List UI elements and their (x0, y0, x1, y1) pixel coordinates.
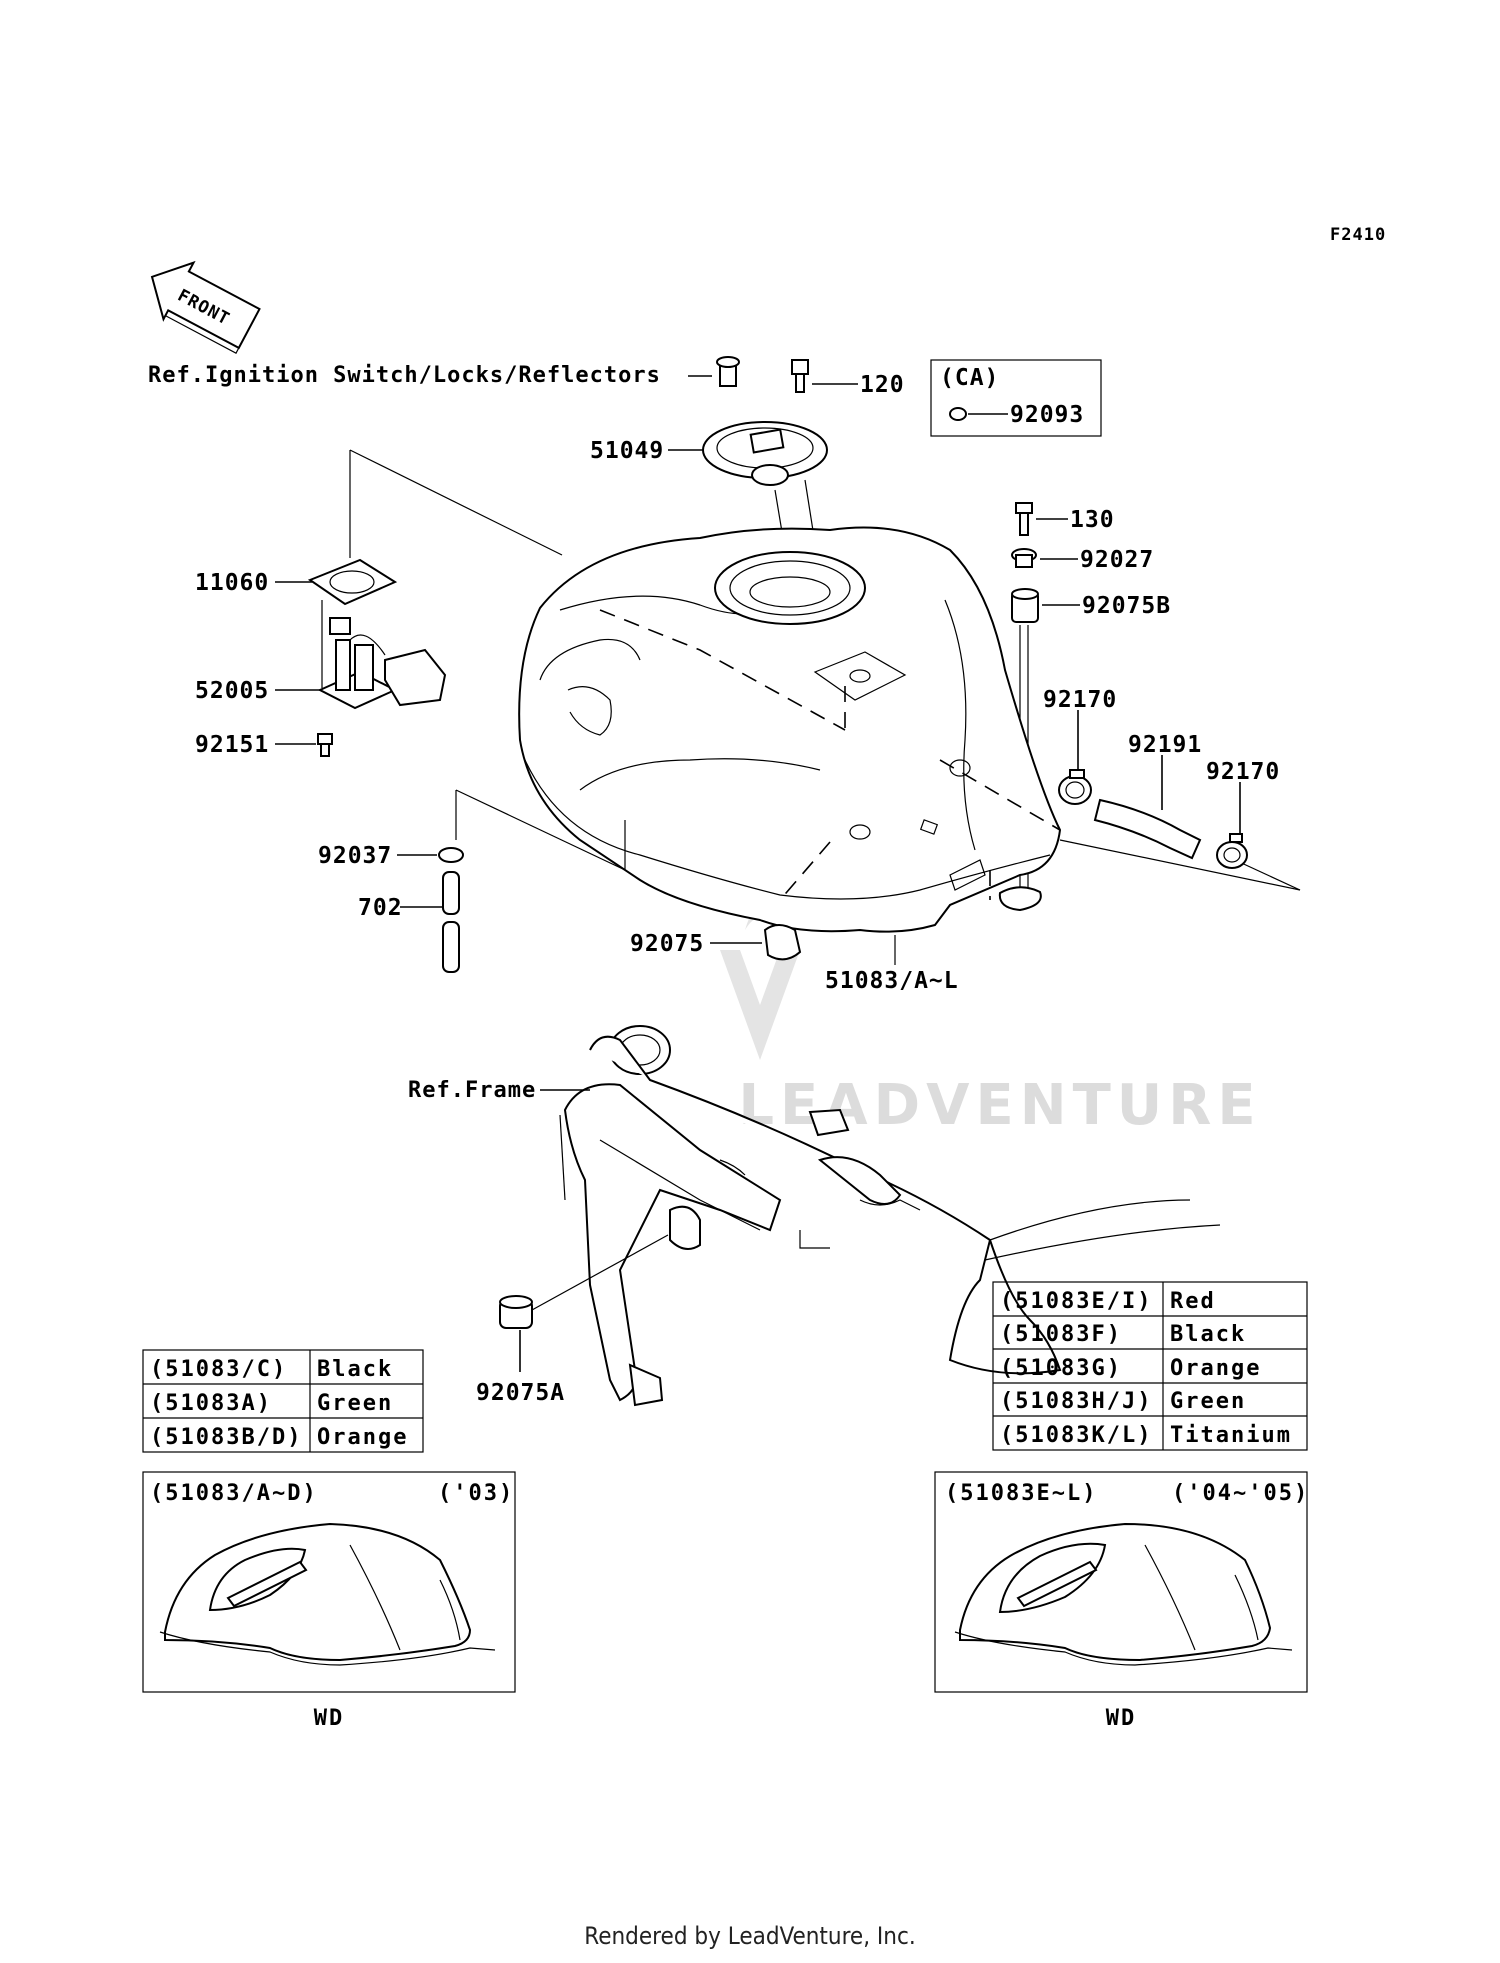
right-table-code-3: (51083H/J) (1000, 1389, 1152, 1414)
left-table-color-2: Orange (317, 1425, 408, 1450)
left-table-code-0: (51083/C) (150, 1357, 287, 1382)
right-table-code-4: (51083K/L) (1000, 1423, 1152, 1448)
bolt-120 (791, 359, 809, 393)
left-table-color-0: Black (317, 1357, 393, 1382)
label-92170-left: 92170 (1043, 687, 1117, 713)
inset-right: (51083E~L) ('04~'05) WD (934, 1471, 1309, 1731)
bolt-92151 (317, 733, 333, 757)
right-table-color-3: Green (1170, 1389, 1246, 1414)
label-120: 120 (860, 372, 905, 398)
right-table-color-2: Orange (1170, 1356, 1261, 1381)
right-table-code-0: (51083E/I) (1000, 1289, 1152, 1314)
hose-92191 (1093, 798, 1202, 860)
right-table-code-1: (51083F) (1000, 1322, 1122, 1347)
collar-92027 (1011, 548, 1037, 568)
damper-92075B (1011, 588, 1039, 623)
damper-92075A (499, 1295, 533, 1329)
footer-credit: Rendered by LeadVenture, Inc. (584, 1922, 916, 1950)
label-52005: 52005 (195, 678, 269, 704)
inset-left-caption: WD (314, 1706, 345, 1731)
clip-92037 (438, 847, 464, 863)
ca-box-title: (CA) (940, 365, 999, 391)
label-702: 702 (358, 895, 403, 921)
fuel-cap-51049 (702, 421, 828, 486)
diagram-code: F2410 (1330, 225, 1386, 245)
left-table-code-2: (51083B/D) (150, 1425, 302, 1450)
label-92027: 92027 (1080, 547, 1154, 573)
damper-92075 (763, 924, 802, 961)
left-table-code-1: (51083A) (150, 1391, 272, 1416)
inset-left-code: (51083/A~D) (150, 1481, 318, 1506)
color-table-right: (51083E/I) Red (51083F) Black (51083G) O… (992, 1281, 1308, 1451)
frame (559, 1025, 1221, 1407)
right-table-color-0: Red (1170, 1289, 1216, 1314)
label-92075: 92075 (630, 931, 704, 957)
clamp-92170-left (1058, 769, 1092, 805)
ref-frame-label: Ref.Frame (408, 1078, 536, 1103)
label-92075B: 92075B (1082, 593, 1171, 619)
inset-right-caption: WD (1106, 1706, 1137, 1731)
gasket-11060 (307, 558, 398, 606)
label-92151: 92151 (195, 732, 269, 758)
fuel-tank-51083 (518, 526, 1062, 933)
color-table-left: (51083/C) Black (51083A) Green (51083B/D… (142, 1349, 424, 1453)
right-table-color-4: Titanium (1170, 1423, 1292, 1448)
label-51083: 51083/A~L (825, 968, 959, 994)
label-92037: 92037 (318, 843, 392, 869)
left-table-color-1: Green (317, 1391, 393, 1416)
label-92191: 92191 (1128, 732, 1202, 758)
label-130: 130 (1070, 507, 1115, 533)
inset-left-year: ('03) (438, 1481, 514, 1506)
label-92170-right: 92170 (1206, 759, 1280, 785)
inset-right-year: ('04~'05) (1172, 1481, 1309, 1506)
label-51049: 51049 (590, 438, 664, 464)
right-table-code-2: (51083G) (1000, 1356, 1122, 1381)
front-arrow-icon: FRONT (150, 260, 261, 355)
inset-left: (51083/A~D) ('03) WD (142, 1471, 516, 1731)
right-table-color-1: Black (1170, 1322, 1246, 1347)
collar-part (716, 356, 740, 387)
ca-box-part: 92093 (1010, 402, 1084, 428)
tube-702 (442, 871, 460, 973)
inset-right-code: (51083E~L) (945, 1481, 1097, 1506)
label-92075A: 92075A (476, 1380, 565, 1406)
fuel-pump-52005 (317, 617, 447, 710)
clamp-92170-right (1216, 833, 1248, 869)
label-11060: 11060 (195, 570, 269, 596)
ref-ignition-label: Ref.Ignition Switch/Locks/Reflectors (148, 363, 661, 388)
watermark: LEADVENTURE (720, 905, 1256, 1138)
ca-box (930, 359, 1102, 437)
bolt-130 (1015, 502, 1033, 536)
